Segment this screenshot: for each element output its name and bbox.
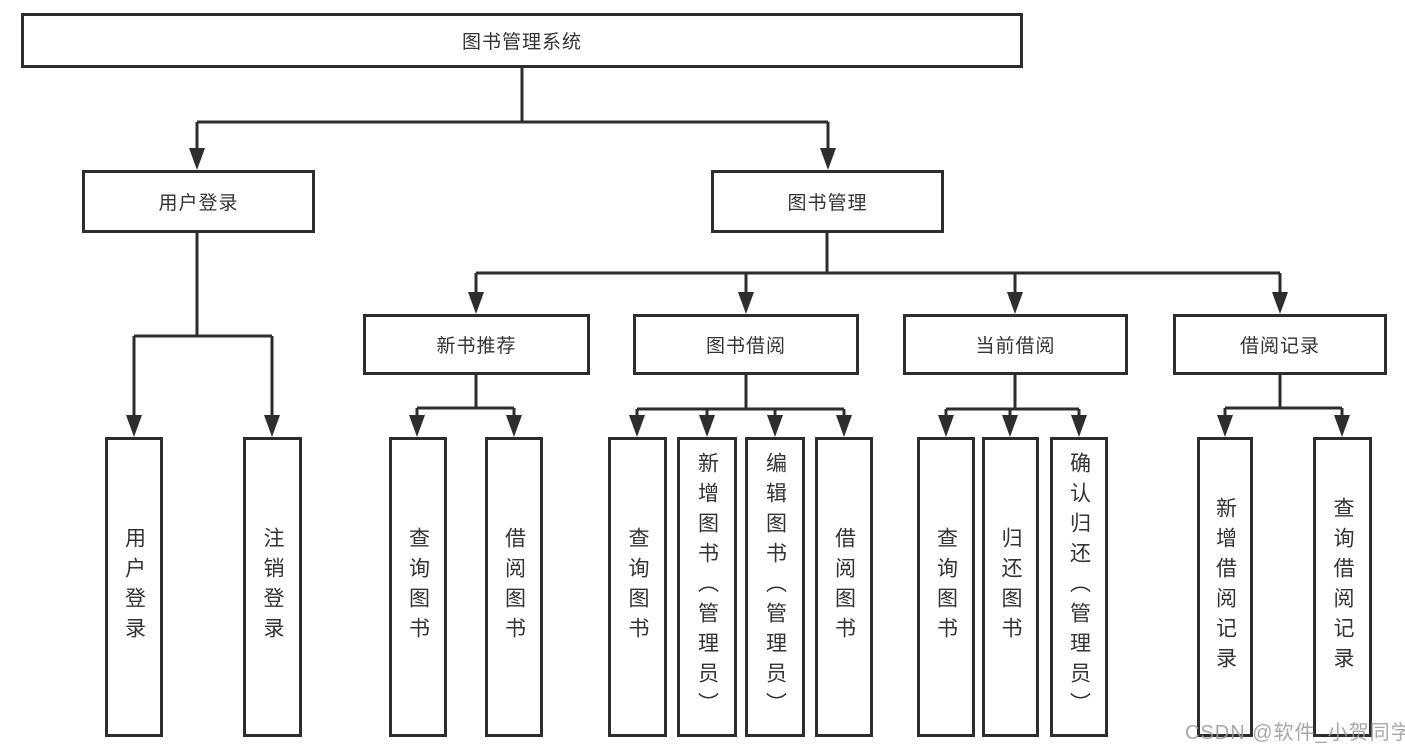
node-label: 查询图书	[626, 527, 649, 647]
node-leaf-logout: 注销登录	[243, 437, 302, 737]
node-leaf-user-login: 用户登录	[105, 437, 163, 737]
node-leaf-query-books: 查询图书	[917, 437, 975, 737]
node-label: 图书管理系统	[461, 32, 582, 53]
node-current-borrowing: 当前借阅	[903, 314, 1128, 375]
node-label: 图书借阅	[705, 336, 786, 357]
watermark: CSDN @软件_小贺同学	[1185, 722, 1405, 744]
node-leaf-add-books-admin: 新增图书（管理员）	[677, 437, 737, 737]
node-label: 用户登录	[122, 527, 146, 647]
node-user-login: 用户登录	[82, 170, 315, 233]
node-leaf-query-books: 查询图书	[608, 437, 667, 737]
node-leaf-confirm-return-admin: 确认归还（管理员）	[1050, 437, 1108, 737]
node-label: 新书推荐	[436, 336, 517, 357]
node-label: 新增图书（管理员）	[695, 452, 719, 722]
node-leaf-query-books: 查询图书	[389, 437, 447, 737]
node-new-book-recommendation: 新书推荐	[363, 314, 590, 375]
node-label: 图书管理	[787, 193, 868, 214]
node-book-management: 图书管理	[711, 170, 944, 233]
node-label: 用户登录	[158, 193, 239, 214]
node-label: 当前借阅	[975, 336, 1056, 357]
node-library-management-system: 图书管理系统	[21, 13, 1023, 68]
node-label: 借阅图书	[832, 527, 856, 647]
node-leaf-query-borrow-record: 查询借阅记录	[1313, 437, 1372, 737]
node-label: 注销登录	[261, 527, 284, 647]
node-label: 新增借阅记录	[1213, 497, 1237, 677]
node-book-borrowing: 图书借阅	[633, 314, 859, 375]
node-leaf-edit-books-admin: 编辑图书（管理员）	[745, 437, 805, 737]
node-label: 确认归还（管理员）	[1067, 452, 1091, 722]
node-label: 借阅记录	[1239, 336, 1320, 357]
node-borrowing-records: 借阅记录	[1173, 314, 1387, 375]
node-label: 归还图书	[999, 527, 1022, 647]
node-leaf-add-borrow-record: 新增借阅记录	[1197, 437, 1253, 737]
node-label: 编辑图书（管理员）	[763, 452, 787, 722]
node-label: 借阅图书	[502, 527, 526, 647]
node-leaf-borrow-books: 借阅图书	[815, 437, 873, 737]
node-leaf-borrow-books: 借阅图书	[485, 437, 543, 737]
node-label: 查询借阅记录	[1331, 497, 1354, 677]
node-leaf-return-books: 归还图书	[982, 437, 1039, 737]
node-label: 查询图书	[934, 527, 958, 647]
node-label: 查询图书	[406, 527, 430, 647]
